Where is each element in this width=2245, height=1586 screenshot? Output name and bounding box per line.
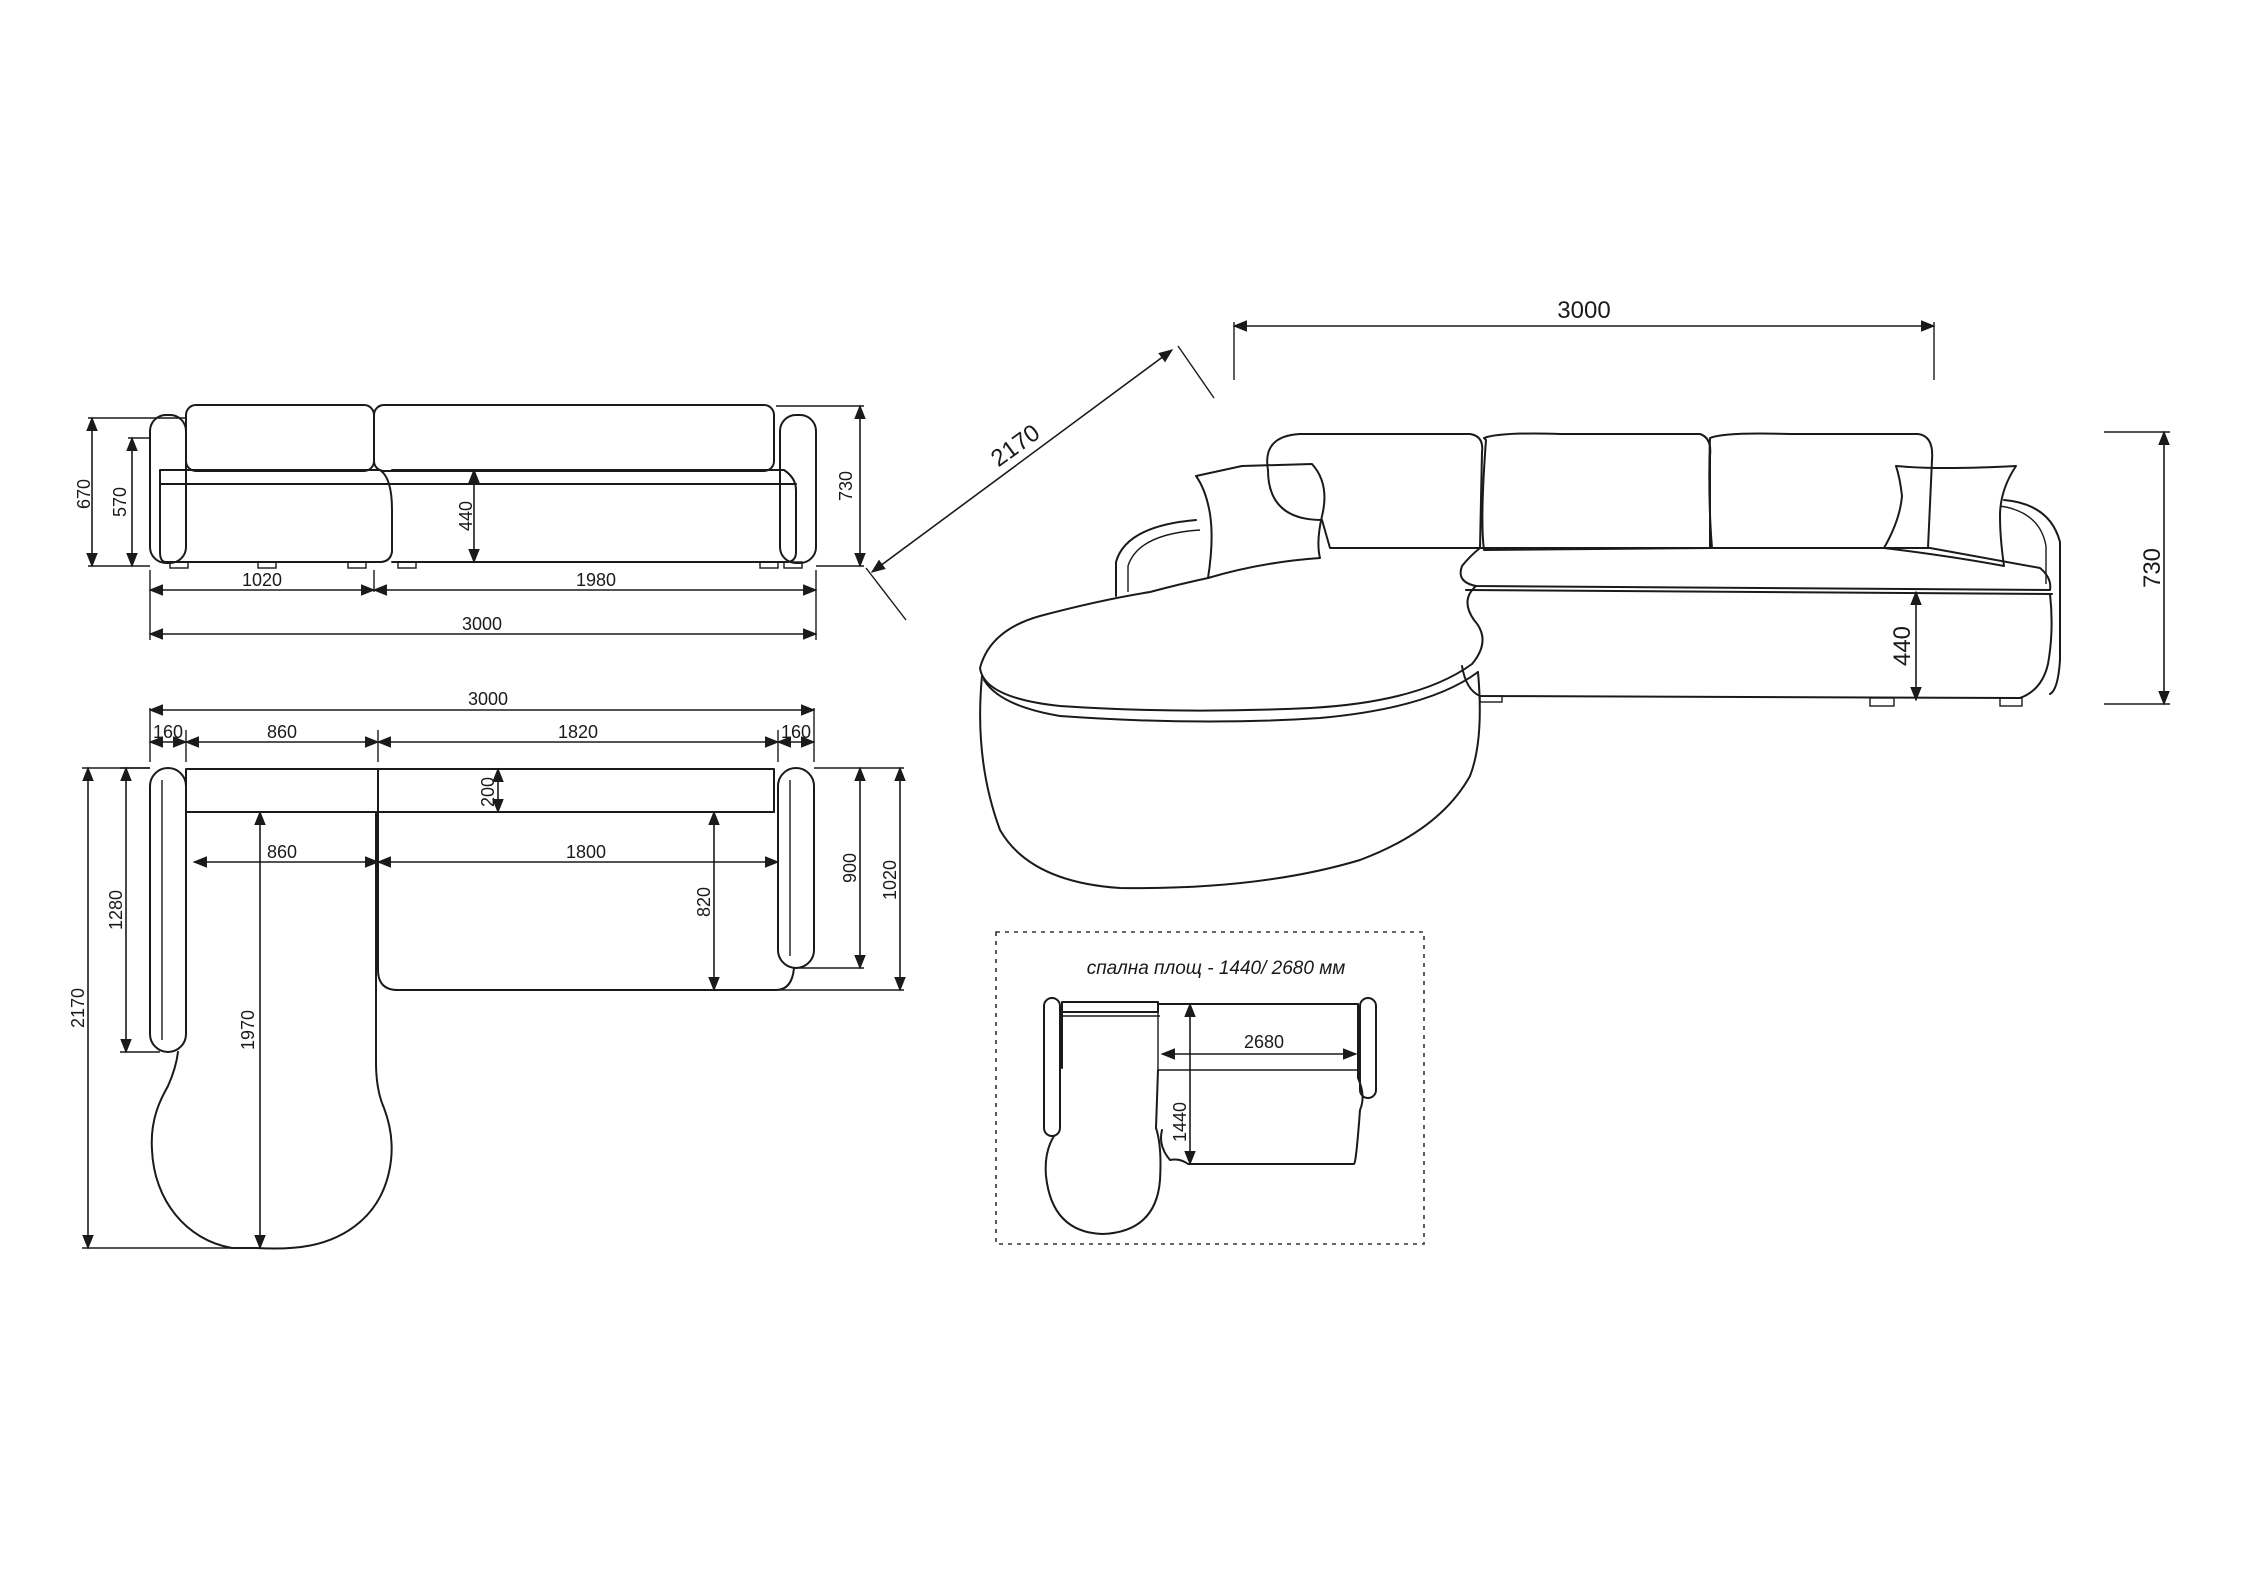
top-chaise (150, 811, 393, 1250)
front-arm-right (779, 414, 817, 564)
front-foot (783, 561, 803, 569)
top-arm-right (777, 767, 815, 969)
sleeping-area-note: спална площ - 1440/ 2680 мм (1087, 958, 1346, 979)
dim-persp-seat-height: 440 (1889, 626, 1916, 666)
persp-chaise-top (979, 577, 1484, 712)
front-seat-left (159, 469, 393, 563)
persp-arm-right (2003, 499, 2061, 695)
bed-chaise (1044, 1069, 1162, 1235)
persp-pillow-right (1883, 465, 2017, 567)
dim-right-section: 1820 (558, 722, 598, 742)
persp-foot (1479, 695, 1503, 703)
dim-bed-width: 1440 (1170, 1102, 1190, 1142)
sleeping-area-panel: спална площ - 1440/ 2680 мм 2680 1440 (995, 931, 1425, 1245)
dim-height-back: 570 (110, 487, 130, 517)
dim-persp-depth: 2170 (986, 419, 1045, 472)
persp-foot (1869, 697, 1895, 707)
dim-total-width: 3000 (462, 614, 502, 634)
bed-mattress (1157, 1003, 1364, 1165)
dim-arm-length: 1280 (106, 890, 126, 930)
front-foot (257, 561, 277, 569)
bed-arm-right (1359, 997, 1377, 1099)
dim-side-height: 730 (836, 471, 856, 501)
top-seat-main (377, 811, 795, 991)
dim-depth-outer: 1020 (880, 860, 900, 900)
sleeping-area-frame (995, 931, 1425, 1245)
dim-main-seat-depth: 820 (694, 887, 714, 917)
dim-left-width: 1020 (242, 570, 282, 590)
persp-foot (1999, 697, 2023, 707)
dim-height-total: 670 (74, 479, 94, 509)
bed-back (1061, 1001, 1159, 1013)
front-foot (347, 561, 367, 569)
dim-persp-height: 730 (2139, 548, 2166, 588)
front-arm-left (149, 414, 187, 564)
top-arm-left (149, 767, 187, 1053)
persp-seat-piping (1465, 589, 2053, 595)
persp-back-cushion-2 (1481, 432, 1712, 551)
persp-back-cushion-1 (1266, 433, 1484, 549)
dim-total-depth: 2170 (68, 988, 88, 1028)
dim-arm-right: 160 (781, 722, 811, 742)
front-foot (169, 561, 189, 569)
front-back-cushion-left (185, 404, 375, 472)
dim-depth-inner: 900 (840, 853, 860, 883)
dim-seat-height: 440 (456, 501, 476, 531)
front-back-cushion-right (373, 404, 775, 472)
persp-pillow-left (1195, 463, 1326, 579)
dim-back-depth: 200 (478, 777, 498, 807)
persp-seat-main (1459, 547, 2052, 591)
dim-chaise-depth: 1970 (238, 1010, 258, 1050)
dim-bed-length: 2680 (1244, 1032, 1284, 1052)
dim-seat-right: 1800 (566, 842, 606, 862)
top-view: 3000 160 860 1820 160 200 860 1800 1970 … (68, 689, 906, 1250)
front-view: 670 570 440 730 1020 1980 3000 (74, 404, 866, 640)
perspective-view: 3000 2170 730 440 (865, 297, 2170, 890)
persp-seat-main-front (1461, 593, 2053, 699)
bed-arm-left (1043, 997, 1061, 1137)
persp-chaise-piping (983, 671, 1479, 723)
dim-top-total-width: 3000 (468, 689, 508, 709)
dim-right-width: 1980 (576, 570, 616, 590)
dim-seat-left: 860 (267, 842, 297, 862)
dim-left-section: 860 (267, 722, 297, 742)
dim-persp-width: 3000 (1557, 297, 1610, 324)
persp-back-cushion-3 (1708, 432, 1934, 549)
persp-chaise-front (979, 671, 1481, 890)
front-foot (397, 561, 417, 569)
front-foot (759, 561, 779, 569)
dim-arm-left: 160 (153, 722, 183, 742)
